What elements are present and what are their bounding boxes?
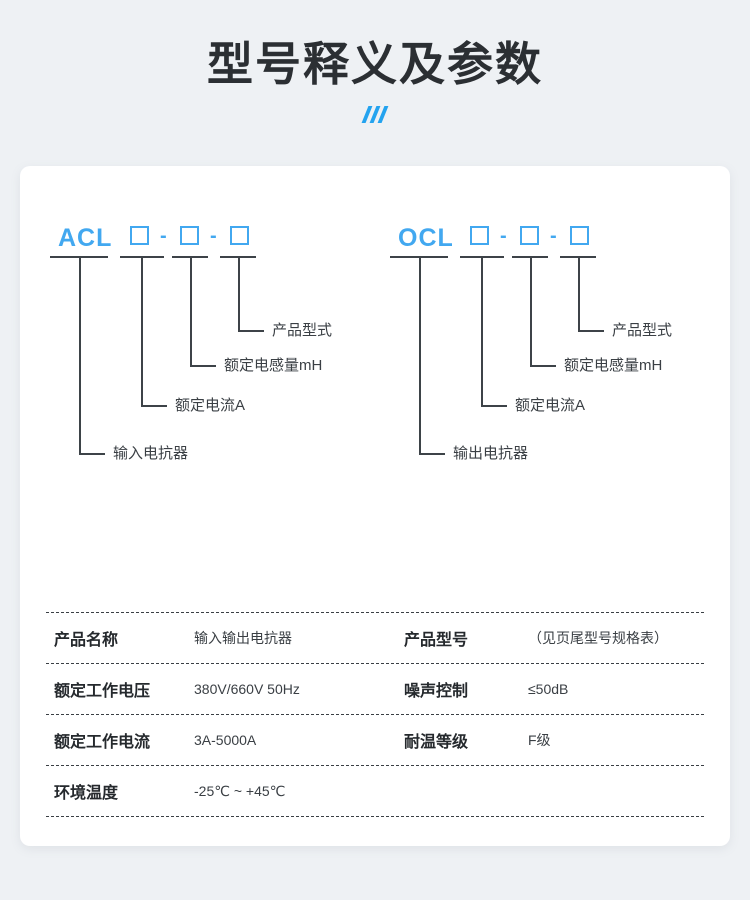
underline-bar-4 xyxy=(560,256,596,258)
spec-key-product-name: 产品名称 xyxy=(54,632,119,649)
leader-arm-1 xyxy=(79,453,105,455)
accent-slashes-decoration xyxy=(0,104,750,126)
code-box-1 xyxy=(470,226,489,245)
leader-label-rated-current: 额定电流A xyxy=(175,397,246,414)
underline-bar-3 xyxy=(512,256,548,258)
spec-key-product-model: 产品型号 xyxy=(404,632,469,649)
underline-bar-3 xyxy=(172,256,208,258)
underline-bar-4 xyxy=(220,256,256,258)
spec-value-ambient-temperature: -25℃ ~ +45℃ xyxy=(194,782,286,799)
leader-arm-3 xyxy=(190,365,216,367)
leader-arm-3 xyxy=(530,365,556,367)
spec-value-product-model: （见页尾型号规格表） xyxy=(528,630,668,646)
spec-value-rated-voltage: 380V/660V 50Hz xyxy=(194,681,300,697)
leader-stem-2 xyxy=(481,258,483,407)
content-card: ACL - - 产品型式 额定电感量mH 额定电流A xyxy=(20,166,730,846)
model-code-diagram: ACL - - 产品型式 额定电感量mH 额定电流A xyxy=(20,166,730,581)
leader-label-product-type: 产品型式 xyxy=(272,322,333,339)
underline-bar-1 xyxy=(50,256,108,258)
leader-label-rated-current: 额定电流A xyxy=(515,397,586,414)
page-title: 型号释义及参数 xyxy=(207,38,543,90)
code-prefix-acl: ACL xyxy=(58,224,113,252)
spec-key-ambient-temperature: 环境温度 xyxy=(54,785,119,802)
spec-key-rated-current: 额定工作电流 xyxy=(54,734,151,751)
underline-bar-1 xyxy=(390,256,448,258)
leader-stem-4 xyxy=(578,258,580,332)
model-code-group-ocl: OCL - - 产品型式 额定电感量mH 额定电流A 输出电抗器 xyxy=(390,166,730,581)
spec-key-noise-control: 噪声控制 xyxy=(404,683,469,700)
code-box-2 xyxy=(520,226,539,245)
leader-stem-3 xyxy=(530,258,532,367)
code-box-2 xyxy=(180,226,199,245)
code-box-3 xyxy=(570,226,589,245)
leader-arm-4 xyxy=(238,330,264,332)
spec-value-temperature-class: F级 xyxy=(528,732,551,748)
leader-label-rated-inductance: 额定电感量mH xyxy=(224,357,323,374)
specification-table: 产品名称 输入输出电抗器 产品型号 （见页尾型号规格表） 额定工作电压 380V… xyxy=(46,612,704,817)
leader-label-product-type: 产品型式 xyxy=(612,322,673,339)
code-separator-2: - xyxy=(550,225,557,247)
leader-stem-1 xyxy=(419,258,421,455)
table-row: 额定工作电流 3A-5000A 耐温等级 F级 xyxy=(46,714,704,765)
page-header: 型号释义及参数 xyxy=(0,0,750,165)
leader-arm-2 xyxy=(481,405,507,407)
table-row: 产品名称 输入输出电抗器 产品型号 （见页尾型号规格表） xyxy=(46,612,704,663)
code-separator-1: - xyxy=(500,225,507,247)
code-prefix-ocl: OCL xyxy=(398,224,454,252)
code-separator-1: - xyxy=(160,225,167,247)
table-row: 额定工作电压 380V/660V 50Hz 噪声控制 ≤50dB xyxy=(46,663,704,714)
spec-value-rated-current: 3A-5000A xyxy=(194,732,257,748)
spec-key-temperature-class: 耐温等级 xyxy=(404,734,469,751)
spec-value-noise-control: ≤50dB xyxy=(528,681,569,697)
leader-arm-2 xyxy=(141,405,167,407)
leader-stem-2 xyxy=(141,258,143,407)
leader-arm-4 xyxy=(578,330,604,332)
leader-stem-3 xyxy=(190,258,192,367)
leader-arm-1 xyxy=(419,453,445,455)
underline-bar-2 xyxy=(460,256,504,258)
leader-label-input-reactor: 输入电抗器 xyxy=(113,445,189,462)
model-code-group-acl: ACL - - 产品型式 额定电感量mH 额定电流A xyxy=(50,166,390,581)
leader-stem-4 xyxy=(238,258,240,332)
leader-label-output-reactor: 输出电抗器 xyxy=(453,445,529,462)
table-row: 环境温度 -25℃ ~ +45℃ xyxy=(46,765,704,817)
leader-stem-1 xyxy=(79,258,81,455)
spec-value-product-name: 输入输出电抗器 xyxy=(194,630,292,646)
code-box-3 xyxy=(230,226,249,245)
spec-key-rated-voltage: 额定工作电压 xyxy=(54,683,151,700)
underline-bar-2 xyxy=(120,256,164,258)
code-box-1 xyxy=(130,226,149,245)
code-separator-2: - xyxy=(210,225,217,247)
leader-label-rated-inductance: 额定电感量mH xyxy=(564,357,663,374)
